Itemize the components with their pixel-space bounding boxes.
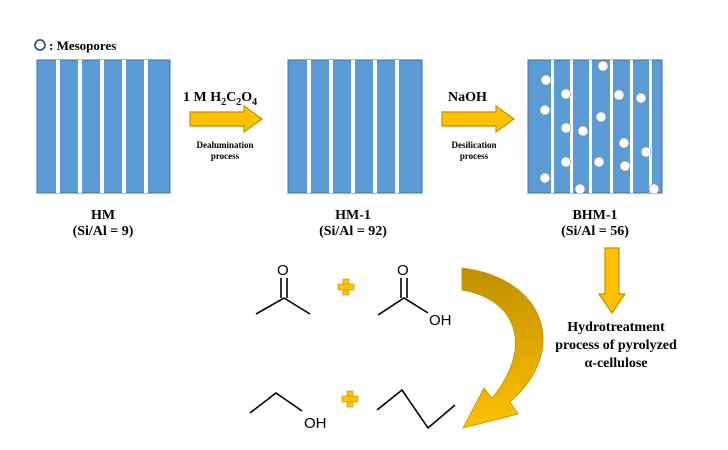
zeolite-hm-1 <box>287 59 423 194</box>
zeolite-hm <box>36 59 171 194</box>
acetic-acid-oxygen: O <box>397 262 409 279</box>
mesopores <box>539 60 660 195</box>
propane-molecule <box>376 388 456 430</box>
step1-process-line1: Dealumination <box>196 140 253 150</box>
catalyst-name-hm: HM <box>91 208 115 223</box>
hydrotreatment-line1: Hydrotreatment <box>567 320 665 335</box>
plus-icon <box>337 278 355 296</box>
catalyst-ratio-bhm-1: (Si/Al = 56) <box>561 224 629 239</box>
hydrotreatment-line2: process of pyrolyzed <box>555 338 677 353</box>
step2-reagent: NaOH <box>448 90 487 105</box>
acetic-acid-hydroxyl: OH <box>429 312 452 329</box>
catalyst-name-bhm-1: BHM-1 <box>572 208 617 223</box>
step1-reagent: 1 M H2C2O4 <box>183 90 257 108</box>
mesopore-circle-icon <box>34 39 46 51</box>
curved-arrow-icon <box>461 267 544 429</box>
desilication-step: NaOH Desilication process <box>441 90 516 161</box>
right-arrow-icon <box>189 104 264 134</box>
down-arrow-icon <box>597 247 627 315</box>
ethanol-hydroxyl: OH <box>304 415 327 432</box>
legend: : Mesopores <box>34 38 116 53</box>
acetone-oxygen: O <box>277 262 289 279</box>
ethanol-molecule <box>249 392 303 414</box>
hydrotreatment-line3: α-cellulose <box>584 356 647 371</box>
step2-process-line1: Desilication <box>452 140 497 150</box>
dealumination-step: 1 M H2C2O4 Dealumination process <box>183 90 264 161</box>
right-arrow-icon <box>441 104 516 134</box>
catalyst-ratio-hm-1: (Si/Al = 92) <box>319 224 387 239</box>
step2-process-line2: process <box>460 151 489 161</box>
legend-label: : Mesopores <box>49 38 116 53</box>
acetone-molecule <box>255 278 311 315</box>
step1-process-line2: process <box>211 151 240 161</box>
acetic-acid-molecule <box>377 278 429 316</box>
catalyst-name-hm-1: HM-1 <box>335 208 371 223</box>
plus-icon <box>341 390 359 408</box>
catalyst-ratio-hm: (Si/Al = 9) <box>73 224 134 239</box>
zeolite-bhm-1 <box>527 59 663 195</box>
